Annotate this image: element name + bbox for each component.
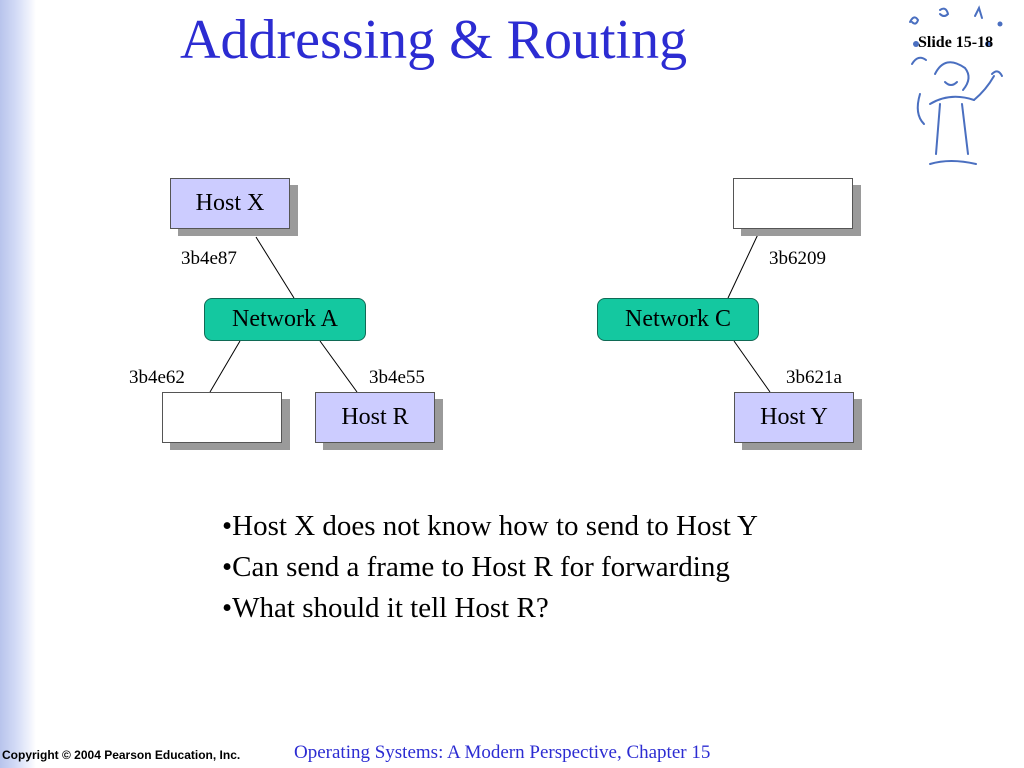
footer-book-title: Operating Systems: A Modern Perspective,… [294, 742, 711, 763]
host-top-right-box [733, 178, 853, 229]
host-y-box: Host Y [734, 392, 854, 443]
link-top-right-network-c [727, 229, 761, 299]
address-host-r: 3b4e55 [369, 367, 425, 388]
copyright-notice: Copyright © 2004 Pearson Education, Inc. [2, 748, 241, 762]
bullet-item: •Can send a frame to Host R for forwardi… [222, 551, 730, 583]
bullet-item: •What should it tell Host R? [222, 592, 549, 624]
address-host-y: 3b621a [786, 367, 842, 388]
slide-title: Addressing & Routing [180, 9, 688, 71]
network-a-box: Network A [204, 298, 366, 341]
network-c-box: Network C [597, 298, 759, 341]
link-network-c-host-y [733, 340, 771, 393]
slide-number: Slide 15-18 [918, 34, 994, 51]
bullet-item: •Host X does not know how to send to Hos… [222, 510, 758, 542]
address-host-bottom-left: 3b4e62 [129, 367, 185, 388]
host-r-box: Host R [315, 392, 435, 443]
host-bottom-left-box [162, 392, 282, 443]
link-hostx-network-a [255, 236, 295, 299]
left-gradient-bar [0, 0, 36, 768]
host-x-box: Host X [170, 178, 290, 229]
link-network-a-bottom-left [209, 340, 241, 393]
musician-mascot-icon [909, 5, 1003, 165]
bullet-list: •Host X does not know how to send to Hos… [222, 506, 758, 629]
address-host-top-right: 3b6209 [769, 248, 826, 269]
address-host-x: 3b4e87 [181, 248, 237, 269]
link-network-a-host-r [319, 340, 358, 393]
